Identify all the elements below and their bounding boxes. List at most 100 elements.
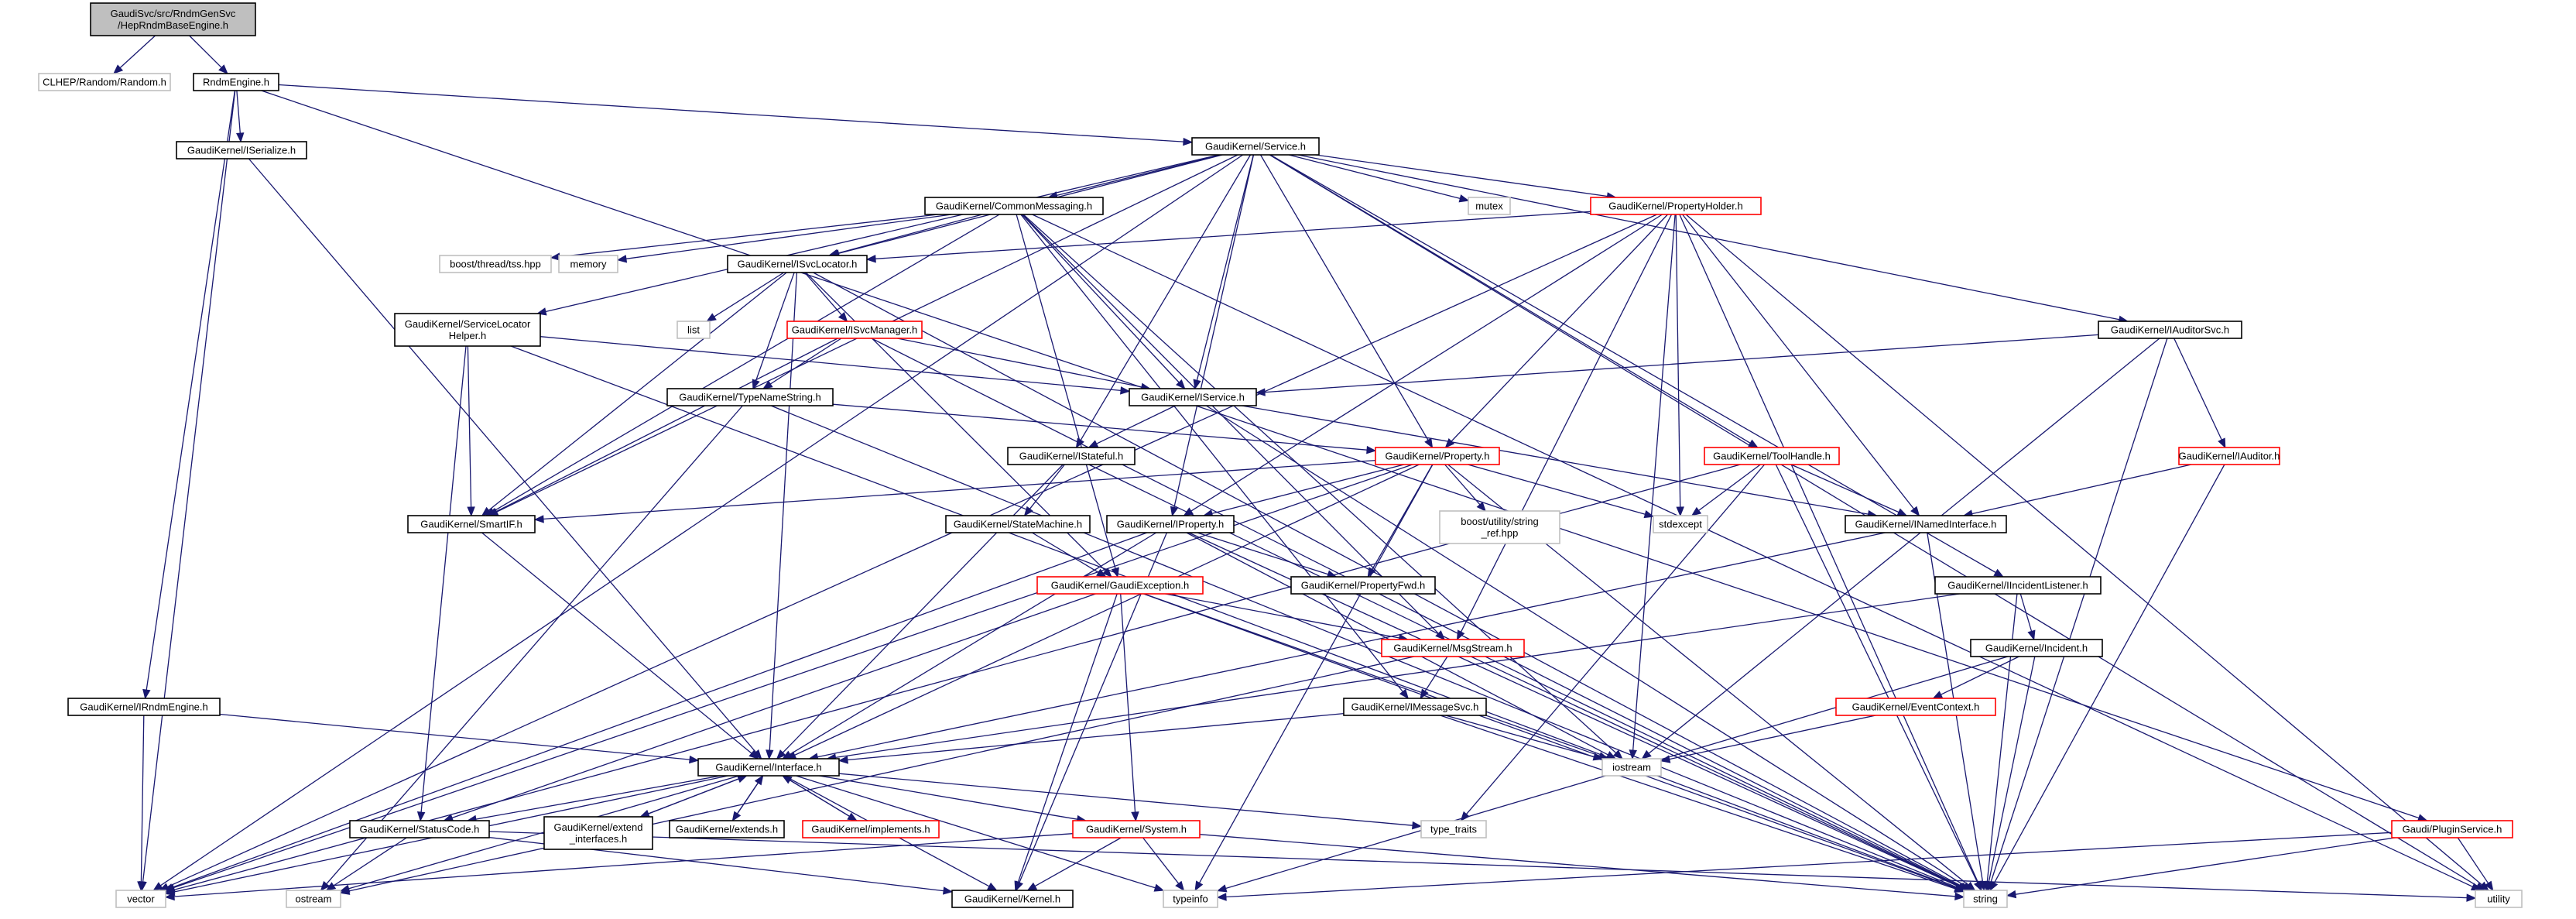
edge-arrowhead xyxy=(164,892,175,901)
node-typename[interactable]: GaudiKernel/TypeNameString.h xyxy=(666,388,834,406)
node-clhep: CLHEP/Random/Random.h xyxy=(38,73,171,91)
edge-arrowhead xyxy=(2218,437,2226,449)
node-label: GaudiKernel/MsgStream.h xyxy=(1393,643,1512,654)
node-box xyxy=(2391,820,2513,838)
node-iincident[interactable]: GaudiKernel/IIncidentListener.h xyxy=(1934,576,2102,595)
node-typetraits: type_traits xyxy=(1420,820,1487,838)
node-label: boost/thread/tss.hpp xyxy=(450,259,541,270)
node-imsgsvc[interactable]: GaudiKernel/IMessageSvc.h xyxy=(1343,698,1487,716)
node-iostream: iostream xyxy=(1601,758,1662,777)
node-statemachine[interactable]: GaudiKernel/StateMachine.h xyxy=(945,515,1091,533)
edge-line xyxy=(796,775,1156,889)
edge-arrowhead xyxy=(1412,821,1423,830)
edge-line xyxy=(1165,593,1399,639)
node-box xyxy=(90,2,256,36)
node-eventctx[interactable]: GaudiKernel/EventContext.h xyxy=(1835,698,1996,716)
node-label: GaudiKernel/SmartIF.h xyxy=(420,519,522,530)
node-iauditor[interactable]: GaudiKernel/IAuditor.h xyxy=(2178,447,2280,465)
edge-rndm-to-vector xyxy=(139,90,236,892)
node-box xyxy=(1934,576,2102,595)
node-iservice[interactable]: GaudiKernel/IService.h xyxy=(1129,388,1257,406)
node-system[interactable]: GaudiKernel/System.h xyxy=(1072,820,1201,838)
node-irndmeng[interactable]: GaudiKernel/IRndmEngine.h xyxy=(67,698,221,716)
edge-arrowhead xyxy=(776,749,786,760)
edge-interface-to-typetraits xyxy=(838,773,1423,830)
node-iproperty[interactable]: GaudiKernel/IProperty.h xyxy=(1106,515,1235,533)
edge-pluginsvc-to-typeinfo xyxy=(1216,832,2393,901)
edge-system-to-kernel xyxy=(1026,837,1122,891)
node-box xyxy=(1191,137,1320,156)
edge-rndm-to-irndmeng xyxy=(142,90,236,700)
node-rndm[interactable]: RndmEngine.h xyxy=(193,73,279,91)
edge-commonmsg-to-imsgsvc xyxy=(1020,214,1410,700)
node-istateful[interactable]: GaudiKernel/IStateful.h xyxy=(1007,447,1136,465)
edge-line xyxy=(770,405,1957,888)
edge-iauditor-to-inamed xyxy=(1962,464,2192,518)
edge-service-to-iincident xyxy=(1269,154,2005,578)
node-property[interactable]: GaudiKernel/Property.h xyxy=(1375,447,1500,465)
node-statuscode[interactable]: GaudiKernel/StatusCode.h xyxy=(349,820,490,838)
node-iserialize[interactable]: GaudiKernel/ISerialize.h xyxy=(176,141,307,159)
node-implements[interactable]: GaudiKernel/implements.h xyxy=(802,820,940,838)
edge-line xyxy=(1451,214,1668,442)
node-propholder[interactable]: GaudiKernel/PropertyHolder.h xyxy=(1590,197,1762,215)
node-isvcloc[interactable]: GaudiKernel/ISvcLocator.h xyxy=(727,255,868,273)
edge-line xyxy=(847,712,1345,761)
node-label: GaudiKernel/INamedInterface.h xyxy=(1855,519,1997,530)
node-kernel[interactable]: GaudiKernel/Kernel.h xyxy=(951,890,1074,908)
node-msgstream[interactable]: GaudiKernel/MsgStream.h xyxy=(1381,639,1525,657)
node-extends[interactable]: GaudiKernel/extends.h xyxy=(669,820,785,838)
edge-line xyxy=(1440,715,1956,890)
node-label: mutex xyxy=(1475,201,1503,212)
edge-arrowhead xyxy=(218,64,228,74)
edge-line xyxy=(1120,593,1136,813)
edge-propholder-to-msgstream xyxy=(1456,214,1673,641)
edge-arrowhead xyxy=(1748,439,1759,448)
edge-line xyxy=(348,656,1415,892)
node-label: GaudiKernel/Service.h xyxy=(1205,141,1306,153)
edge-arrowhead xyxy=(1896,508,1908,516)
node-interface[interactable]: GaudiKernel/Interface.h xyxy=(697,758,840,777)
edge-rndm-to-iserialize xyxy=(236,90,245,143)
node-service[interactable]: GaudiKernel/Service.h xyxy=(1191,137,1320,156)
edge-line xyxy=(640,778,739,818)
node-label: GaudiKernel/IStateful.h xyxy=(1019,451,1123,462)
node-toolhandle[interactable]: GaudiKernel/ToolHandle.h xyxy=(1704,447,1840,465)
edge-line xyxy=(1211,464,1405,514)
edge-line xyxy=(819,775,1077,820)
edge-line xyxy=(326,405,743,885)
edge-arrowhead xyxy=(736,775,748,784)
edge-arrowhead xyxy=(838,311,848,322)
node-box xyxy=(407,515,536,533)
node-smartif[interactable]: GaudiKernel/SmartIF.h xyxy=(407,515,536,533)
edge-line xyxy=(510,345,1956,889)
edge-toolhandle-to-stdexcept xyxy=(1690,464,1761,516)
edge-line xyxy=(1698,464,1761,511)
node-iauditorsvc[interactable]: GaudiKernel/IAuditorSvc.h xyxy=(2098,321,2242,339)
node-inamed[interactable]: GaudiKernel/INamedInterface.h xyxy=(1845,515,2007,533)
node-label: type_traits xyxy=(1430,824,1477,835)
node-label: RndmEngine.h xyxy=(203,77,269,88)
node-incident[interactable]: GaudiKernel/Incident.h xyxy=(1970,639,2103,657)
node-pluginsvc[interactable]: Gaudi/PluginService.h xyxy=(2391,820,2513,838)
edge-arrowhead xyxy=(1216,884,1228,893)
node-box xyxy=(1653,515,1708,533)
node-commonmsg[interactable]: GaudiKernel/CommonMessaging.h xyxy=(924,197,1104,215)
edge-arrowhead xyxy=(1014,880,1023,892)
edge-line xyxy=(838,773,1413,826)
node-propfwd[interactable]: GaudiKernel/PropertyFwd.h xyxy=(1290,576,1436,595)
edge-line xyxy=(1143,593,1956,889)
edge-istateful-to-statemachine xyxy=(1023,464,1065,517)
edge-arrowhead xyxy=(1175,880,1185,892)
edge-inamed-to-interface xyxy=(808,532,1886,761)
node-isvcmgr[interactable]: GaudiKernel/ISvcManager.h xyxy=(786,321,923,339)
node-gaudiexc[interactable]: GaudiKernel/GaudiException.h xyxy=(1036,576,1204,595)
edge-line xyxy=(559,214,938,258)
edge-line xyxy=(495,338,838,513)
edge-arrowhead xyxy=(616,255,628,263)
edge-arrowhead xyxy=(1690,506,1702,516)
node-extiface[interactable]: GaudiKernel/extend_interfaces.h xyxy=(543,816,653,850)
edge-arrowhead xyxy=(339,884,351,893)
